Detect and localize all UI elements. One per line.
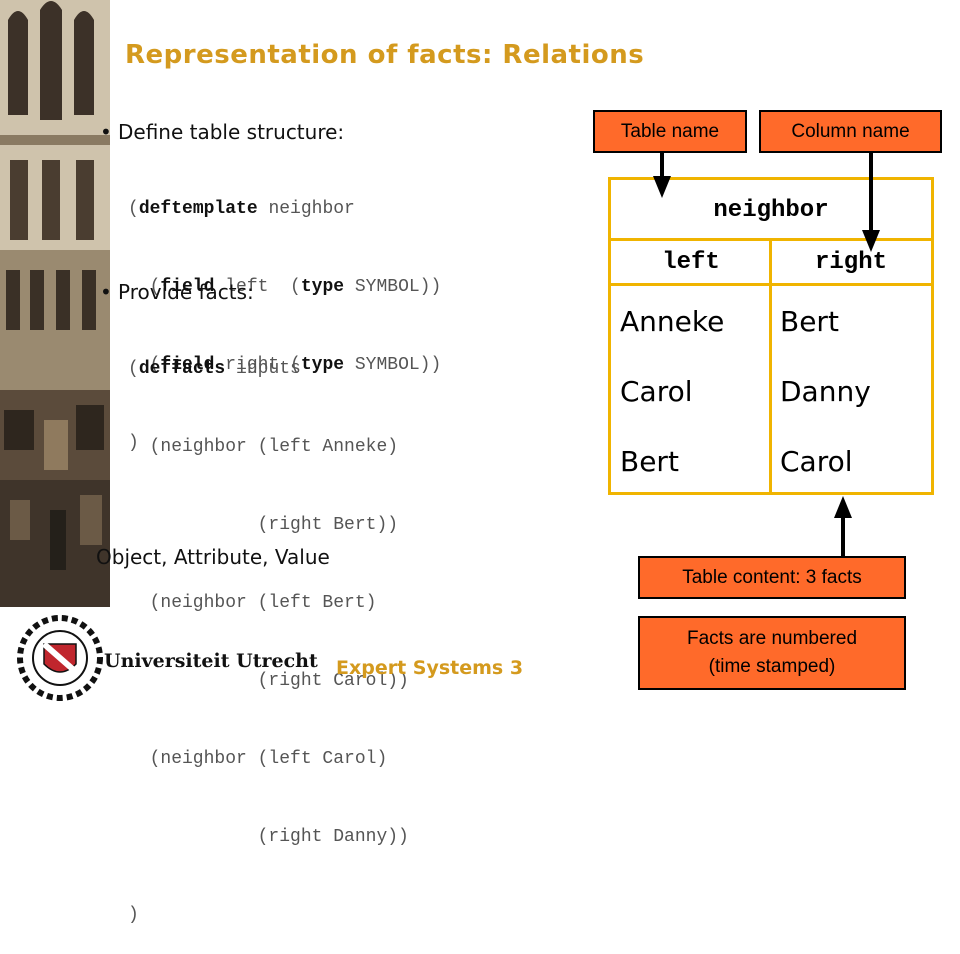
university-seal-logo [17,615,103,701]
table-cell: Danny [780,374,871,408]
code-line: (deffacts inputs [128,359,301,379]
bullet-dot-icon: • [100,280,112,304]
table-cell: Carol [620,374,693,408]
callout-line: (time stamped) [708,656,836,677]
code-line: (deftemplate neighbor [128,199,355,219]
bullet-provide-facts: •Provide facts: [100,280,254,304]
summary-text: Object, Attribute, Value [96,545,330,569]
relation-table: neighbor left right Anneke Bert Carol Da… [608,177,934,495]
university-name: Universiteit Utrecht [104,650,318,672]
table-name-header: neighbor [713,196,829,224]
code-line: (field right (type SYMBOL)) [128,355,442,375]
code-line: ) [128,433,139,453]
slide-title: Representation of facts: Relations [125,40,645,70]
code-line: (right Carol)) [128,671,409,691]
table-cell: Anneke [620,304,725,338]
table-cell: Bert [620,444,679,478]
column-header-left: left [662,248,720,276]
table-row: Bert Carol [611,426,931,496]
table-column-headers: left right [611,241,931,283]
table-column-divider [769,238,772,495]
bullet-text: Provide facts: [118,280,254,304]
table-cell: Bert [780,304,839,338]
bullet-define-table: •Define table structure: [100,120,344,144]
table-content-callout: Table content: 3 facts [638,556,906,599]
table-row: Anneke Bert [611,286,931,356]
table-cell: Carol [780,444,853,478]
utrecht-tower-photo [0,0,110,607]
callout-line: Facts are numbered [686,628,858,649]
arrow-head-icon [834,496,852,518]
table-name-callout: Table name [593,110,747,153]
code-line: (neighbor (left Bert) [128,593,377,613]
bullet-dot-icon: • [100,120,112,144]
code-line: (neighbor (left Carol) [128,749,388,769]
facts-numbered-callout: Facts are numbered (time stamped) [638,616,906,690]
tower-illustration [0,0,110,607]
code-line: (neighbor (left Anneke) [128,437,399,457]
column-name-callout: Column name [759,110,942,153]
bullet-text: Define table structure: [118,120,345,144]
code-line: (right Danny)) [128,827,409,847]
code-line: (right Bert)) [128,515,399,535]
code-line: (field left (type SYMBOL)) [128,277,442,297]
deftemplate-code-block: (deftemplate neighbor (field left (type … [128,144,441,482]
code-line: ) [128,905,139,925]
slide-footer: Expert Systems 3 [336,657,524,679]
table-row: Carol Danny [611,356,931,426]
column-header-right: right [814,248,887,276]
